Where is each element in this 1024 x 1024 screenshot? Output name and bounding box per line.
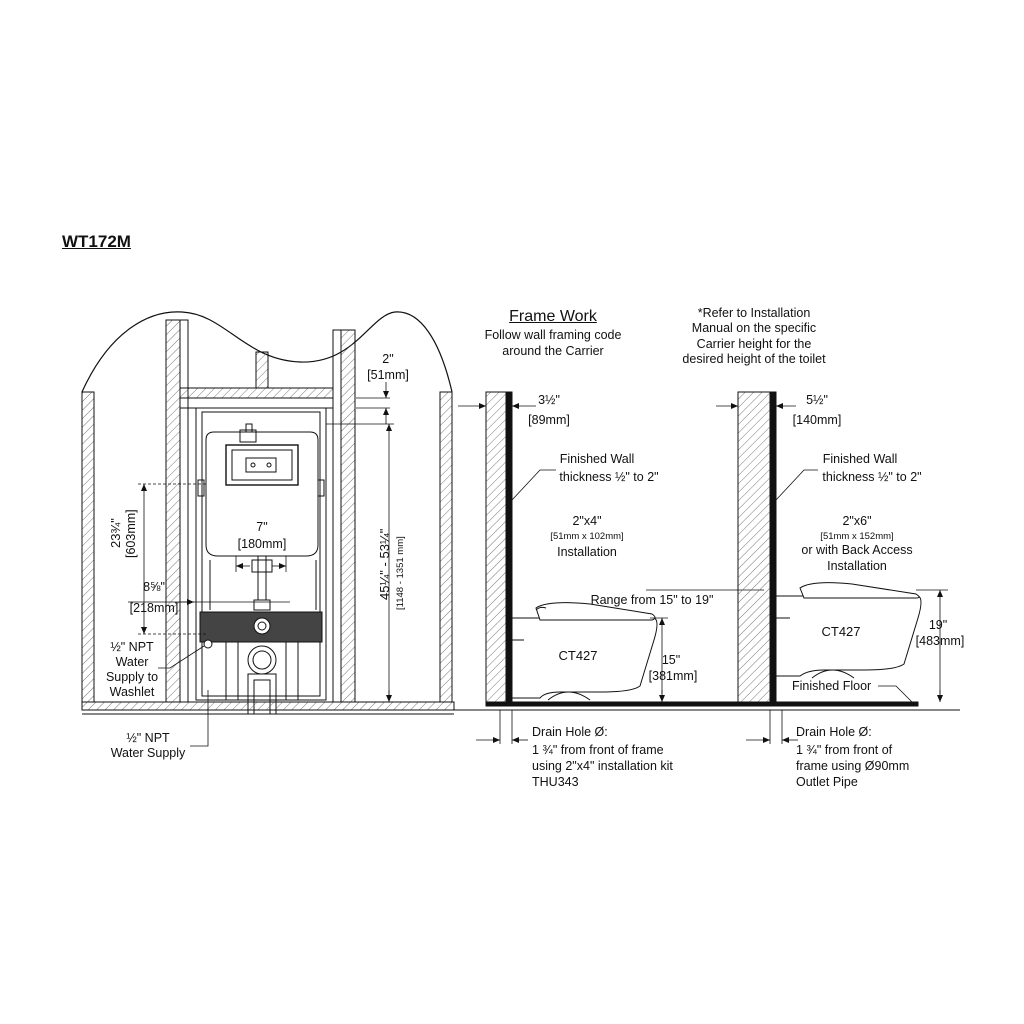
finished-floor-label: Finished Floor xyxy=(792,679,872,693)
model-2x4: CT427 xyxy=(558,648,598,663)
top-gap-dim: 2" xyxy=(382,352,394,366)
height-2x6-mm: [483mm] xyxy=(915,634,965,648)
model-2x6: CT427 xyxy=(821,624,861,639)
width-858-mm: [218mm] xyxy=(129,601,179,615)
range-label: Range from 15" to 19" xyxy=(590,593,714,607)
refer-note-line4: desired height of the toilet xyxy=(682,352,826,366)
depth-2x6-dim: 5½" xyxy=(806,393,828,407)
npt-supply-line1: ½" NPT xyxy=(126,731,170,745)
carrier-height-dim: 45¼" - 53¼" xyxy=(377,528,392,600)
stud-2x4-label: 2"x4" xyxy=(572,514,602,528)
model-title: WT172M xyxy=(62,232,131,251)
carrier-height-mm: [1148 - 1351 mm] xyxy=(395,536,406,610)
width-7-mm: [180mm] xyxy=(237,537,287,551)
depth-2x4-mm: [89mm] xyxy=(528,413,570,427)
height-2x6-dim: 19" xyxy=(928,618,948,632)
drain-2x6-line3: Outlet Pipe xyxy=(796,775,858,789)
drain-2x4-line3: THU343 xyxy=(532,775,579,789)
drain-2x4-title: Drain Hole Ø: xyxy=(532,725,608,739)
finished-wall-2x4-line2: thickness ½" to 2" xyxy=(559,470,659,484)
frame-work-heading: Frame Work xyxy=(509,308,597,325)
stud-2x6-label: 2"x6" xyxy=(842,514,872,528)
install-2x4-label: Installation xyxy=(557,545,617,559)
stud-2x6-mm: [51mm x 152mm] xyxy=(820,531,894,542)
drain-2x6-line2: frame using Ø90mm xyxy=(796,759,910,773)
refer-note-line2: Manual on the specific xyxy=(691,321,817,335)
top-gap-mm: [51mm] xyxy=(367,368,409,382)
refer-note-line3: Carrier height for the xyxy=(696,337,812,351)
finished-wall-2x4-line1: Finished Wall xyxy=(559,452,635,466)
drain-2x6-title: Drain Hole Ø: xyxy=(796,725,872,739)
install-2x6-line1: or with Back Access xyxy=(801,543,913,557)
drain-2x6-line1: 1 ¾" from front of xyxy=(796,743,893,757)
left-height-mm: [603mm] xyxy=(124,509,138,558)
drain-2x4-line1: 1 ¾" from front of frame xyxy=(532,743,664,757)
npt-washlet-line4: Washlet xyxy=(109,685,155,699)
npt-washlet-line2: Water xyxy=(115,655,149,669)
install-2x6-line2: Installation xyxy=(827,559,887,573)
stud-2x4-mm: [51mm x 102mm] xyxy=(550,531,624,542)
side-view-2x6 xyxy=(737,391,922,703)
frame-work-note-line1: Follow wall framing code xyxy=(484,328,622,342)
finished-wall-2x6-line1: Finished Wall xyxy=(822,452,898,466)
depth-2x6-mm: [140mm] xyxy=(792,413,842,427)
side-view-2x4 xyxy=(440,391,960,711)
carrier-front-view xyxy=(81,311,455,715)
npt-supply-line2: Water Supply xyxy=(110,746,186,760)
width-7-dim: 7" xyxy=(256,520,268,534)
height-2x4-dim: 15" xyxy=(661,653,681,667)
finished-wall-2x6-line2: thickness ½" to 2" xyxy=(822,470,922,484)
frame-work-note-line2: around the Carrier xyxy=(502,344,604,358)
npt-washlet-line1: ½" NPT xyxy=(110,640,154,654)
left-height-dim: 23¾" xyxy=(108,518,123,548)
height-2x4-mm: [381mm] xyxy=(648,669,698,683)
width-858-dim: 8⅝" xyxy=(143,580,165,594)
drain-2x4-line2: using 2"x4" installation kit xyxy=(532,759,673,773)
npt-washlet-line3: Supply to xyxy=(105,670,159,684)
depth-2x4-dim: 3½" xyxy=(538,393,560,407)
refer-note-line1: *Refer to Installation xyxy=(697,306,811,320)
